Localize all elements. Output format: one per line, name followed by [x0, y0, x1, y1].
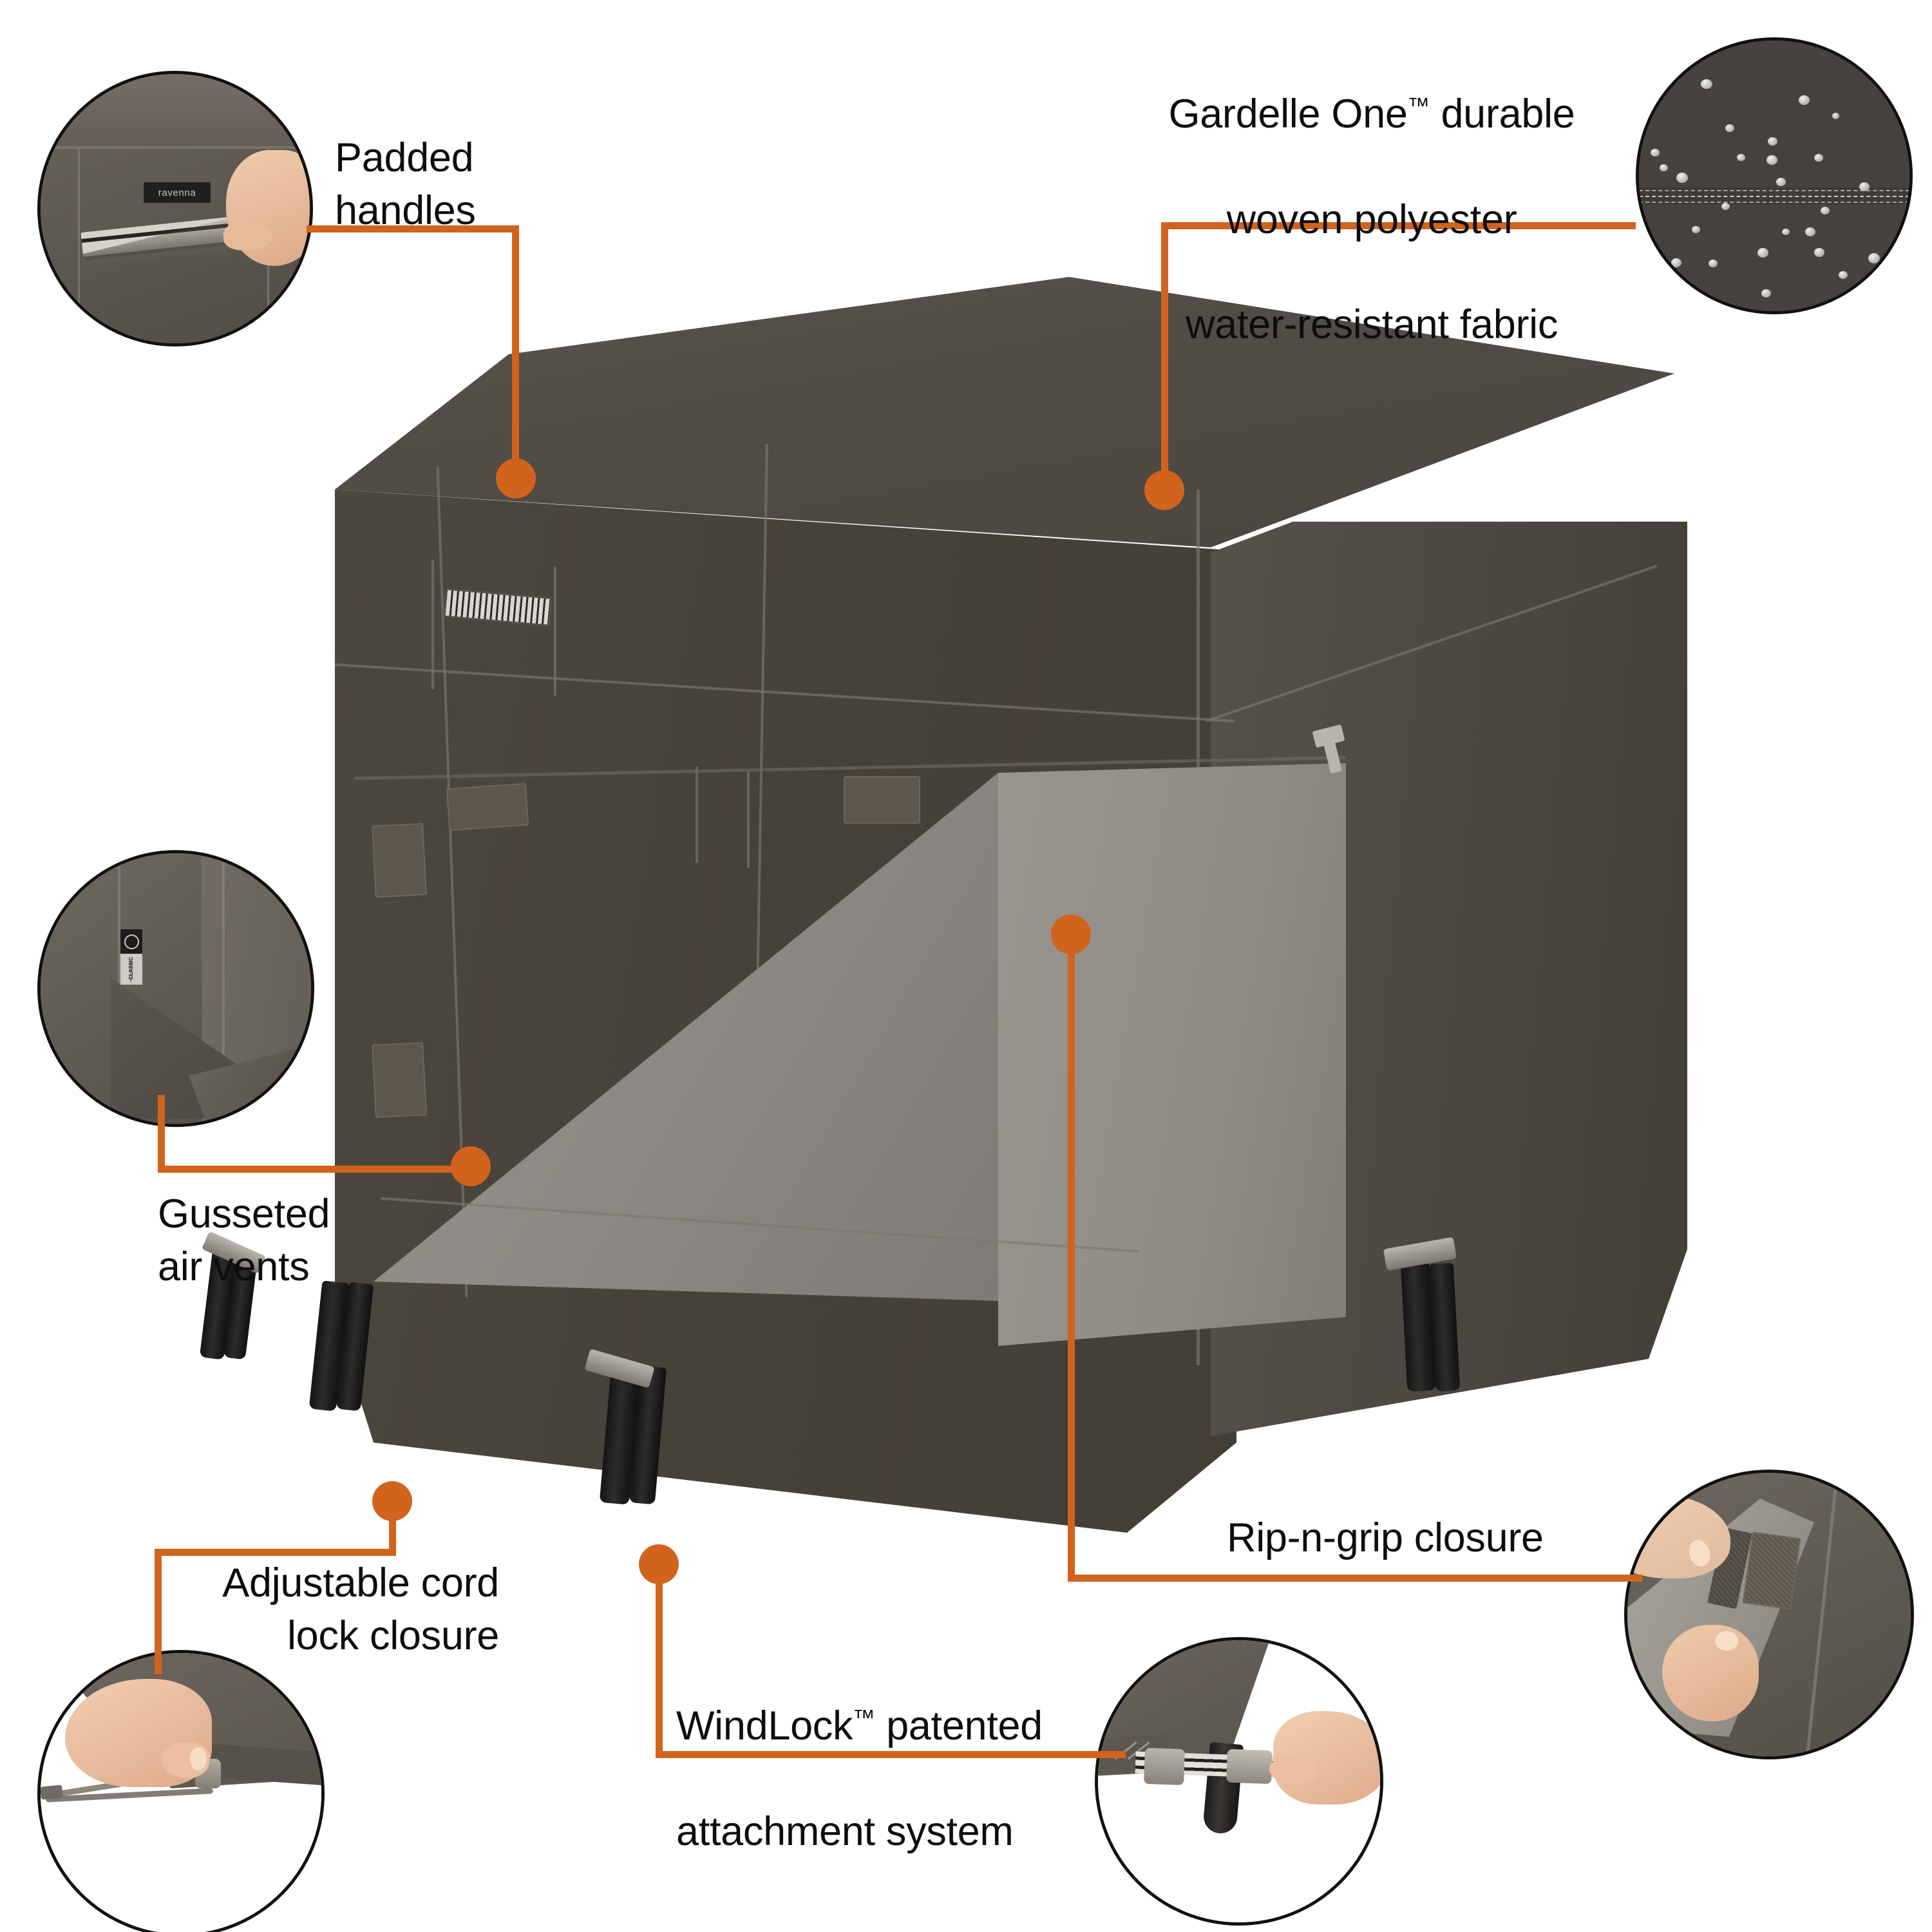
water-droplet — [1868, 253, 1880, 263]
handle-stitch-right — [554, 567, 556, 696]
velcro-patch-flap-left — [446, 782, 529, 831]
callout-dot-windlock — [639, 1544, 679, 1584]
inset-padded-handles: ravenna — [37, 71, 313, 346]
callout-dot-cordlock — [372, 1481, 412, 1521]
velcro-patch-left-upper — [372, 822, 427, 898]
brand-tag-ravenna: ravenna — [144, 182, 211, 203]
callout-dot-vents — [451, 1146, 491, 1186]
trademark-symbol: ™ — [1407, 93, 1430, 118]
trademark-symbol: ™ — [853, 1705, 875, 1730]
thumb — [1269, 1755, 1317, 1783]
callout-dot-ripgrip — [1051, 914, 1091, 954]
brand-tag-logo — [120, 929, 142, 954]
leader-padded-handles-h — [307, 225, 519, 232]
water-droplet — [1701, 79, 1712, 89]
water-droplet — [1721, 203, 1730, 210]
inset-water-resistant-fabric — [1636, 37, 1913, 314]
water-droplet — [1766, 155, 1777, 165]
water-droplet — [1761, 289, 1771, 298]
leader-cordlock-v2 — [389, 1501, 396, 1552]
water-droplet — [1757, 248, 1768, 258]
windlock-line-2: attachment system — [676, 1808, 1014, 1854]
fingernail — [1715, 1631, 1738, 1651]
brand-tag-label: ravenna — [158, 187, 196, 198]
cord-end-tip — [41, 1785, 63, 1800]
leader-windlock-v — [656, 1565, 663, 1758]
fabric-line-3: water-resistant fabric — [1185, 302, 1558, 348]
water-droplet — [1799, 95, 1810, 105]
leader-ripgrip-v — [1068, 934, 1075, 1582]
inset-rip-n-grip-closure — [1624, 1470, 1914, 1759]
water-droplet — [1832, 113, 1839, 119]
water-droplet — [1782, 229, 1790, 235]
water-droplet — [1676, 173, 1688, 183]
vent-stitch-a — [696, 766, 698, 863]
water-droplet — [1814, 248, 1824, 257]
water-droplet — [1660, 164, 1668, 171]
vent-stitch-b — [747, 772, 750, 868]
leader-padded-handles-v — [512, 225, 519, 477]
hook-and-loop-patch — [1742, 1531, 1801, 1610]
inset-adjustable-cord-lock — [37, 1650, 325, 1932]
callout-dot-padded-handles — [496, 459, 536, 498]
leader-fabric-v — [1161, 222, 1168, 488]
water-droplet — [1839, 271, 1848, 279]
classic-accessories-logo-icon — [124, 934, 139, 949]
inset-gusseted-air-vents: CLASSIC ACCESSORIES — [37, 850, 314, 1127]
callout-label-gusseted-air-vents: Gusseted air vents — [158, 1191, 330, 1289]
water-droplet — [1692, 226, 1700, 233]
leader-vents-v — [158, 1095, 165, 1172]
callout-label-water-resistant-fabric: Gardelle One™ durable woven polyester wa… — [1117, 35, 1626, 352]
leader-fabric-h — [1161, 222, 1636, 229]
fabric-line-2: woven polyester — [1226, 196, 1517, 242]
water-droplet — [1805, 227, 1815, 236]
fabric-line-1: Gardelle One™ durable — [1168, 91, 1575, 137]
callout-label-padded-handles: Padded handles — [335, 135, 476, 233]
water-droplet — [1725, 124, 1734, 132]
windlock-line-1: WindLock™ patented — [676, 1703, 1043, 1748]
brand-tag-classic-accessories: CLASSIC ACCESSORIES — [120, 954, 142, 985]
water-droplet — [1859, 182, 1870, 191]
water-droplet — [1671, 258, 1681, 267]
leader-cordlock-v — [155, 1549, 162, 1674]
leader-ripgrip-h — [1068, 1575, 1642, 1582]
thumb — [223, 222, 272, 251]
water-droplet — [1768, 137, 1777, 146]
brand-tag-line2: ACCESSORIES — [129, 961, 133, 982]
open-flap-panel — [998, 763, 1346, 1346]
water-droplet — [1821, 207, 1830, 214]
fingernail — [190, 1747, 207, 1770]
velcro-patch-left-lower — [372, 1041, 427, 1119]
callout-label-adjustable-cord-lock: Adjustable cord lock closure — [222, 1560, 499, 1658]
buckle-female — [1226, 1748, 1273, 1785]
leader-windlock-h — [656, 1751, 1126, 1758]
callout-label-windlock-attachment: WindLock™ patented attachment system — [676, 1647, 1179, 1859]
inset-windlock-attachment — [1095, 1637, 1383, 1926]
hand-lower — [1662, 1625, 1759, 1721]
velcro-patch-flap-center — [844, 776, 920, 824]
product-illustration — [199, 277, 1687, 1752]
handle-stitch-left — [431, 560, 434, 689]
water-droplet — [1709, 260, 1718, 267]
water-droplet — [1776, 178, 1786, 186]
water-droplet — [1814, 154, 1823, 162]
water-droplet — [1651, 149, 1660, 156]
leader-vents-h — [158, 1166, 467, 1173]
water-droplet — [1737, 154, 1745, 161]
leader-cordlock-h — [155, 1549, 396, 1556]
callout-dot-fabric — [1144, 470, 1184, 510]
callout-label-rip-n-grip-closure: Rip-n-grip closure — [1227, 1515, 1544, 1560]
